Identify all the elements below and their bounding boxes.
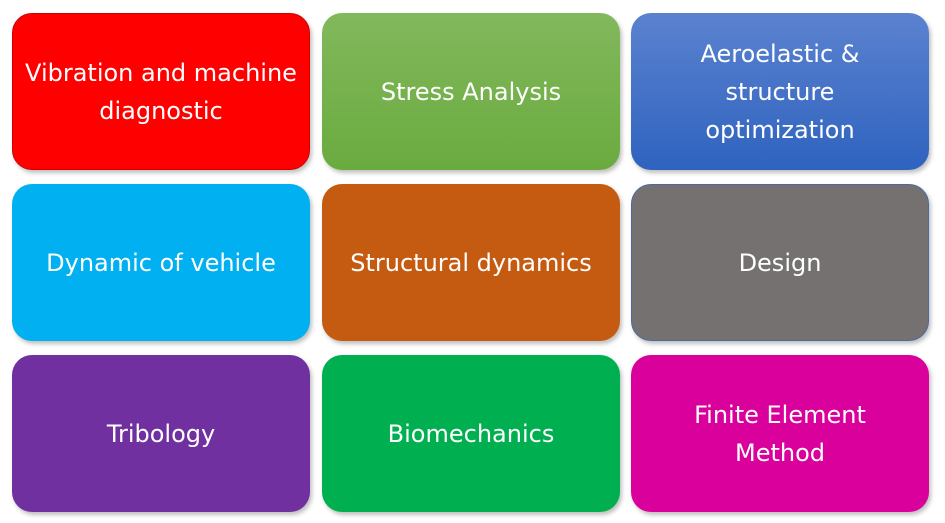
box-biomechanics: Biomechanics: [322, 355, 620, 512]
box-tribology: Tribology: [12, 355, 310, 512]
box-label: Tribology: [106, 419, 216, 448]
box-aeroelastic: Aeroelastic & structure optimization: [631, 13, 929, 170]
box-label: Finite Element Method: [694, 400, 866, 467]
box-label: Vibration and machine diagnostic: [25, 58, 297, 125]
box-label: Design: [738, 248, 822, 277]
box-finite-element-method: Finite Element Method: [631, 355, 929, 512]
box-label: Dynamic of vehicle: [46, 248, 276, 277]
box-stress-analysis: Stress Analysis: [322, 13, 620, 170]
box-design: Design: [631, 184, 929, 341]
box-label: Aeroelastic & structure optimization: [700, 39, 860, 144]
box-label: Stress Analysis: [380, 77, 562, 106]
box-vibration: Vibration and machine diagnostic: [12, 13, 310, 170]
box-label: Biomechanics: [387, 419, 555, 448]
box-label: Structural dynamics: [350, 248, 592, 277]
box-dynamic-of-vehicle: Dynamic of vehicle: [12, 184, 310, 341]
box-structural-dynamics: Structural dynamics: [322, 184, 620, 341]
